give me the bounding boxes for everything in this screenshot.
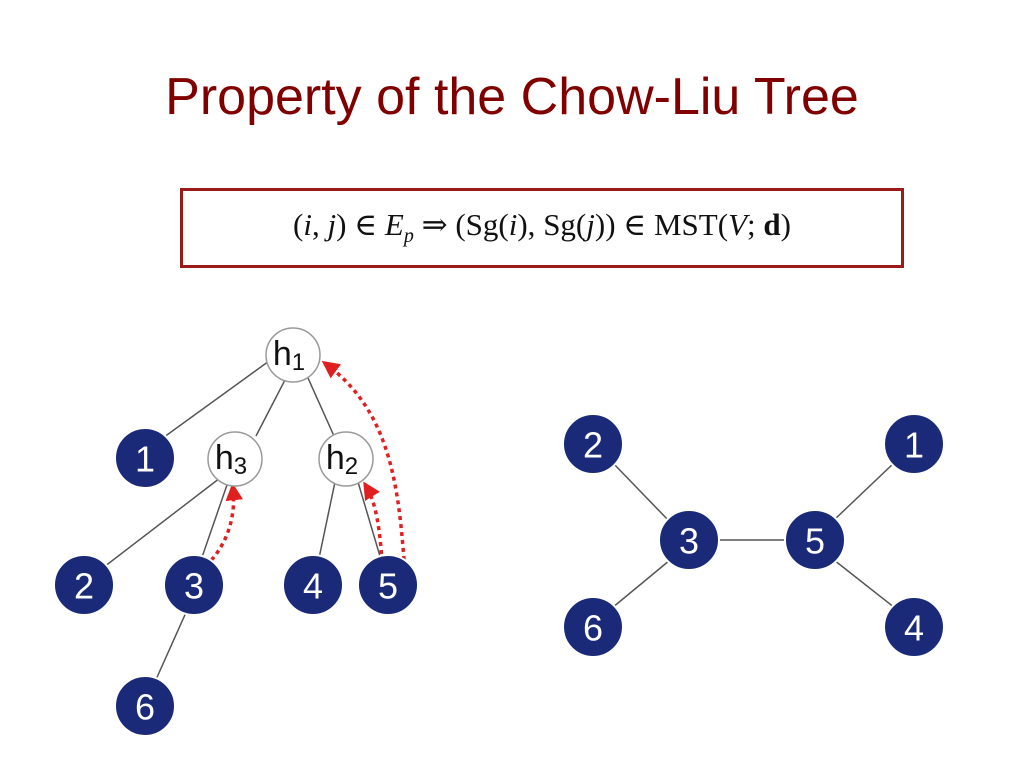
edge-h1-h3: [255, 377, 287, 437]
mst-edge-3-6: [611, 559, 671, 609]
mst-node-5: 5: [784, 509, 846, 571]
latent-node-6: 6: [114, 675, 176, 737]
arrow-3-to-h3: [204, 482, 244, 568]
arrow-5-to-h2: [363, 481, 384, 563]
svg-text:5: 5: [378, 566, 398, 607]
hidden-node-h1: h1: [265, 327, 321, 383]
svg-text:1: 1: [904, 425, 924, 466]
latent-node-5: 5: [357, 554, 419, 616]
svg-text:6: 6: [135, 687, 155, 728]
svg-text:5: 5: [805, 521, 825, 562]
arrow-5-to-h1: [321, 360, 406, 561]
mst-edge-5-1: [833, 461, 896, 521]
latent-tree-edges: [99, 355, 383, 685]
latent-node-3: 3: [163, 554, 225, 616]
edge-3-6: [153, 607, 189, 685]
formula-box: (i, j) ∈ Ep ⇒ (Sg(i), Sg(j)) ∈ MST(V; d): [180, 188, 904, 268]
edge-h1-1: [159, 355, 277, 441]
mst-edge-5-4: [833, 559, 896, 609]
svg-text:2: 2: [583, 425, 603, 466]
svg-text:1: 1: [135, 439, 155, 480]
svg-text:4: 4: [303, 566, 323, 607]
edge-h1-h2: [307, 377, 335, 437]
latent-node-4: 4: [282, 554, 344, 616]
mst-node-2: 2: [562, 413, 624, 475]
svg-text:4: 4: [904, 608, 924, 649]
svg-text:3: 3: [184, 566, 204, 607]
edge-h2-5: [357, 481, 383, 564]
edge-h3-2: [99, 477, 221, 571]
svg-text:h1: h1: [273, 335, 305, 376]
mst-edge-2-3: [611, 461, 671, 523]
svg-text:2: 2: [74, 566, 94, 607]
slide-title: Property of the Chow-Liu Tree: [165, 68, 859, 126]
mst-node-1: 1: [883, 413, 945, 475]
svg-text:h3: h3: [215, 439, 247, 480]
svg-text:3: 3: [679, 521, 699, 562]
latent-node-1: 1: [114, 427, 176, 489]
formula: (i, j) ∈ Ep ⇒ (Sg(i), Sg(j)) ∈ MST(V; d): [293, 207, 791, 248]
mst-node-4: 4: [883, 596, 945, 658]
edge-h2-4: [317, 481, 336, 564]
hidden-node-h3: h3: [207, 431, 263, 487]
latent-node-2: 2: [53, 554, 115, 616]
substitution-arrows: [204, 360, 406, 568]
hidden-node-h2: h2: [318, 431, 374, 487]
mst-node-3: 3: [658, 509, 720, 571]
mst-node-6: 6: [562, 596, 624, 658]
svg-text:6: 6: [583, 608, 603, 649]
edge-h3-3: [199, 481, 229, 564]
svg-text:h2: h2: [326, 439, 358, 480]
mst-edges: [611, 461, 896, 609]
